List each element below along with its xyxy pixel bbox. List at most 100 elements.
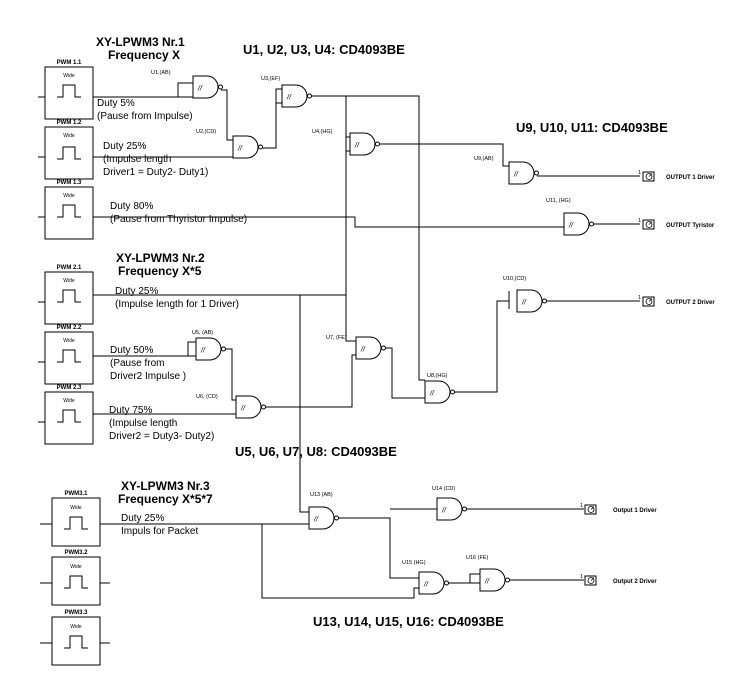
gate-u2 bbox=[232, 135, 263, 159]
gate-label-u7: U7, (FE) bbox=[326, 335, 347, 341]
connector-icon bbox=[642, 219, 655, 230]
pwm-label: PWM 2.2 bbox=[57, 325, 82, 331]
note-pwm23-duty: Duty 75% bbox=[109, 405, 152, 416]
gate-u7 bbox=[355, 336, 386, 360]
pin-label: 1 bbox=[580, 574, 583, 580]
pwm-block-1-1: PWM 1.1 Wide bbox=[38, 60, 94, 120]
gate-label-u2: U2,(CD) bbox=[196, 129, 216, 135]
gate-label-u5: U5, (AB) bbox=[192, 330, 213, 336]
pin-label: 1 bbox=[638, 170, 641, 176]
gate-label-u8: U8,(HG) bbox=[427, 373, 448, 379]
connector-icon bbox=[642, 171, 655, 182]
connector-icon bbox=[642, 296, 655, 307]
gate-label-u6: U6, (CD) bbox=[196, 394, 218, 400]
pwm-label: PWM3.1 bbox=[64, 491, 88, 497]
gate-label-u10: U10,(CD) bbox=[503, 276, 526, 282]
wide-label: Wide bbox=[63, 193, 75, 199]
pwm-block-1-3: PWM 1.3 Wide bbox=[38, 180, 94, 240]
pwm-block-2-1: PWM 2.1 Wide bbox=[38, 265, 94, 325]
nr2-frequency: Frequency X*5 bbox=[118, 264, 202, 278]
nr2-title: XY-LPWM3 Nr.2 bbox=[116, 251, 205, 265]
nr1-frequency: Frequency X bbox=[108, 48, 180, 62]
gate-label-u15: U15 (HG) bbox=[402, 560, 426, 566]
pwm-label: PWM3.2 bbox=[64, 550, 88, 556]
note-pwm23-desc2: Driver2 = Duty3- Duty2) bbox=[109, 431, 214, 442]
gate-label-u9: U9,(AB) bbox=[474, 156, 494, 162]
gate-u6 bbox=[235, 395, 266, 419]
gate-u8 bbox=[424, 380, 455, 404]
u1-u4-header: U1, U2, U3, U4: CD4093BE bbox=[243, 42, 405, 57]
gate-label-u11: U11, (HG) bbox=[546, 198, 571, 204]
gate-u11 bbox=[563, 212, 594, 236]
output-label: Output 2 Driver bbox=[613, 579, 657, 585]
gate-u13 bbox=[308, 506, 339, 530]
output-label: OUTPUT 2 Driver bbox=[666, 300, 715, 306]
pin-label: 1 bbox=[580, 503, 583, 509]
gate-u1 bbox=[192, 75, 223, 99]
note-pwm11-duty: Duty 5% bbox=[97, 98, 135, 109]
pwm-block-3-2: PWM3.2 Wide bbox=[40, 550, 110, 606]
pwm-block-2-3: PWM 2.3 Wide bbox=[38, 385, 94, 445]
note-pwm31-duty: Duty 25% bbox=[121, 513, 164, 524]
note-pwm13-duty: Duty 80% bbox=[110, 201, 153, 212]
u9-u11-header: U9, U10, U11: CD4093BE bbox=[516, 120, 668, 135]
gate-u3 bbox=[281, 84, 312, 108]
gate-label-u16: U16 (FE) bbox=[466, 555, 488, 561]
pwm-block-3-3: PWM3.3 Wide bbox=[40, 610, 110, 666]
wide-label: Wide bbox=[63, 338, 75, 344]
pwm-label: PWM 1.3 bbox=[57, 180, 82, 186]
wide-label: Wide bbox=[70, 505, 82, 511]
gate-label-u3: U3,(EF) bbox=[261, 76, 280, 82]
gate-label-u13: U13 (AB) bbox=[310, 492, 333, 498]
note-pwm22-duty: Duty 50% bbox=[110, 345, 153, 356]
pwm-label: PWM 2.1 bbox=[57, 265, 82, 271]
gate-u15 bbox=[418, 571, 449, 595]
note-pwm12-desc2: Driver1 = Duty2- Duty1) bbox=[103, 167, 208, 178]
wiring bbox=[93, 82, 640, 599]
wide-label: Wide bbox=[63, 133, 75, 139]
output-1-driver: 1 OUTPUT 1 Driver bbox=[638, 170, 715, 182]
wide-label: Wide bbox=[63, 278, 75, 284]
note-pwm11-desc: (Pause from Impulse) bbox=[97, 111, 193, 122]
output-1-driver-lower: 1 Output 1 Driver bbox=[580, 503, 657, 515]
pwm-block-1-2: PWM 1.2 Wide bbox=[38, 120, 94, 180]
gate-u10 bbox=[516, 289, 547, 313]
connector-icon bbox=[584, 504, 597, 515]
pwm-label: PWM 1.2 bbox=[57, 120, 82, 126]
pin-label: 1 bbox=[638, 295, 641, 301]
pwm-block-3-1: PWM3.1 Wide bbox=[40, 491, 101, 547]
note-pwm21-duty: Duty 25% bbox=[115, 286, 158, 297]
gate-label-u1: U1,(AB) bbox=[151, 70, 171, 76]
wide-label: Wide bbox=[70, 624, 82, 630]
note-pwm23-desc1: (Impulse length bbox=[109, 418, 177, 429]
pwm-label: PWM3.3 bbox=[64, 610, 88, 616]
wide-label: Wide bbox=[70, 564, 82, 570]
note-pwm21-desc: (Impulse length for 1 Driver) bbox=[115, 299, 239, 310]
wide-label: Wide bbox=[63, 398, 75, 404]
gate-label-u4: U4,(HG) bbox=[312, 129, 333, 135]
gate-u9 bbox=[508, 161, 539, 185]
gate-u16 bbox=[479, 568, 510, 592]
pwm-block-2-2: PWM 2.2 Wide bbox=[38, 325, 94, 385]
note-pwm31-desc: Impuls for Packet bbox=[121, 526, 198, 537]
output-label: OUTPUT Tyristor bbox=[666, 223, 715, 229]
note-pwm12-desc1: (Impulse length bbox=[103, 154, 171, 165]
pwm-label: PWM 2.3 bbox=[57, 385, 82, 391]
u13-u16-header: U13, U14, U15, U16: CD4093BE bbox=[313, 614, 504, 629]
u5-u8-header: U5, U6, U7, U8: CD4093BE bbox=[235, 444, 397, 459]
pin-label: 1 bbox=[638, 218, 641, 224]
connector-icon bbox=[584, 575, 597, 586]
output-label: Output 1 Driver bbox=[613, 508, 657, 514]
output-label: OUTPUT 1 Driver bbox=[666, 175, 715, 181]
nr1-title: XY-LPWM3 Nr.1 bbox=[96, 35, 185, 49]
wide-label: Wide bbox=[63, 73, 75, 79]
output-2-driver-lower: 1 Output 2 Driver bbox=[580, 574, 657, 586]
pwm-label: PWM 1.1 bbox=[57, 60, 82, 66]
gate-u4 bbox=[349, 132, 380, 156]
nr3-title: XY-LPWM3 Nr.3 bbox=[121, 479, 210, 493]
gate-u14 bbox=[436, 497, 467, 521]
note-pwm22-desc1: (Pause from bbox=[110, 358, 164, 369]
note-pwm13-desc: (Pause from Thyristor Impulse) bbox=[110, 214, 247, 225]
output-2-driver: 1 OUTPUT 2 Driver bbox=[638, 295, 715, 307]
